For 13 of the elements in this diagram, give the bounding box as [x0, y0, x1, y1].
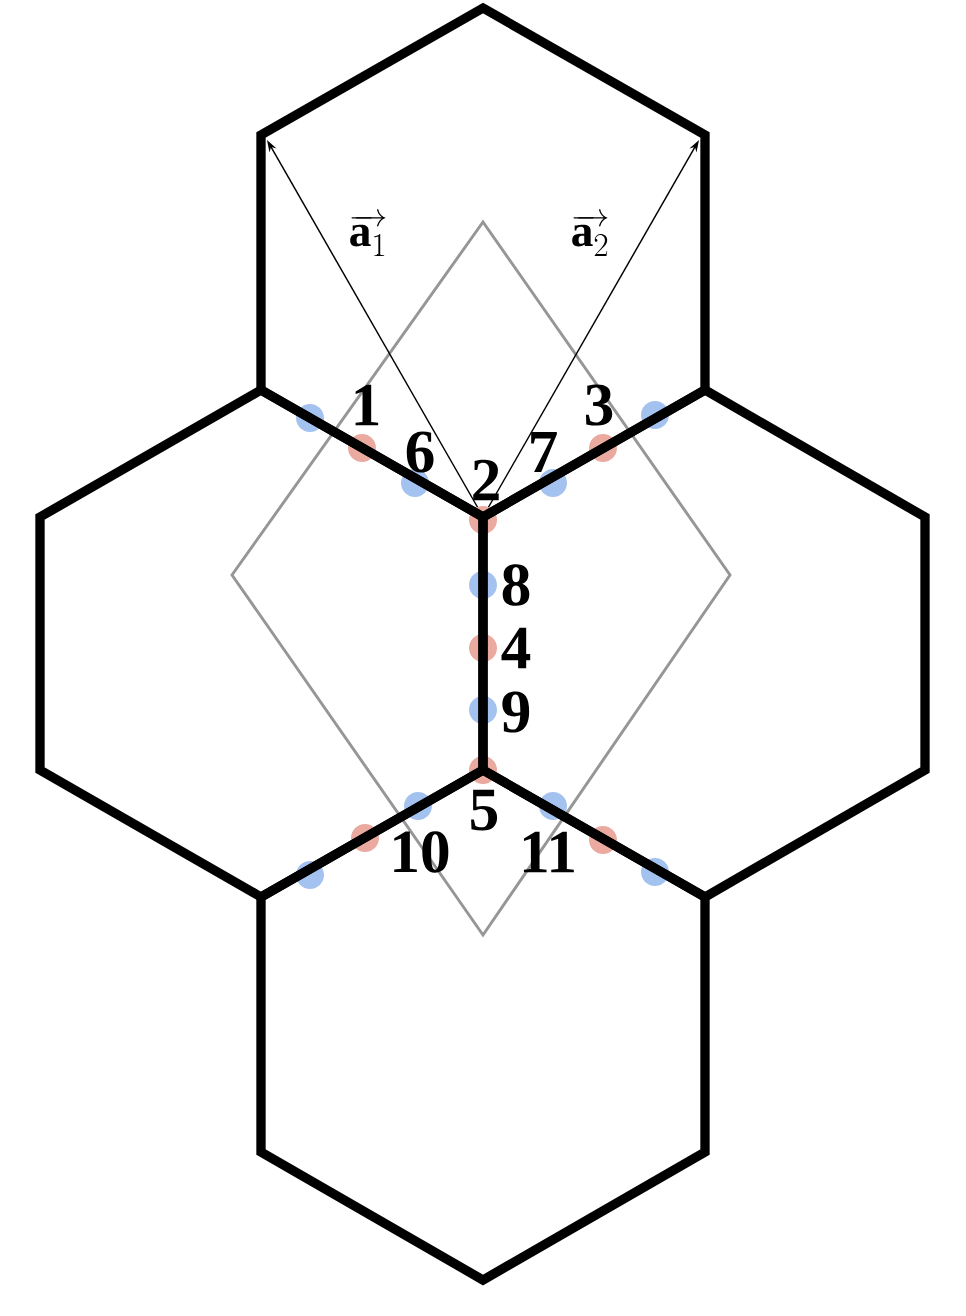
vector-label: $\overrightarrow{\mathbf{a}_{1}}$: [350, 209, 386, 257]
site-number: 2: [473, 459, 499, 501]
site-number: 5: [471, 789, 498, 831]
site-number: 7: [531, 431, 557, 473]
site-number: 1: [355, 384, 379, 426]
site-number: 9: [502, 691, 530, 733]
site-number: 6: [406, 431, 434, 473]
vector-label: $\overrightarrow{\mathbf{a}_{2}}$: [572, 209, 608, 257]
site-number: 11: [523, 831, 574, 873]
site-number: 3: [585, 384, 613, 426]
site-number: 10: [394, 831, 449, 873]
site-number: 8: [502, 564, 530, 606]
site-number: 4: [501, 627, 531, 669]
